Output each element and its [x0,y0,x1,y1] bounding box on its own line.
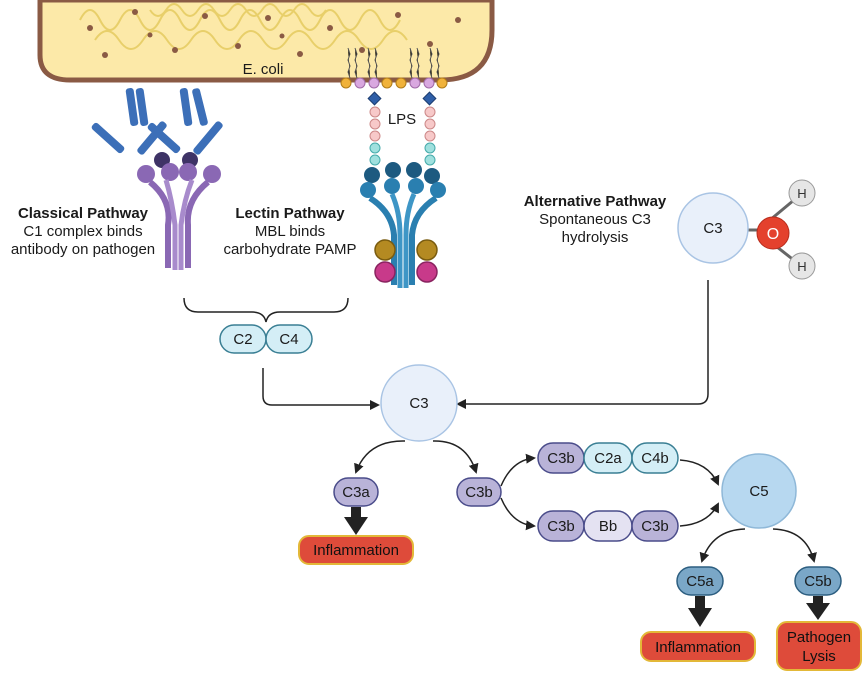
ecoli-cell: E. coli [37,0,495,83]
svg-text:C4: C4 [279,331,298,348]
inflammation-outcome-2: Inflammation [640,631,756,662]
svg-text:Classical Pathway: Classical Pathway [18,205,149,222]
c3b-pill: C3b [456,477,502,507]
pathogen-lysis-outcome: Pathogen Lysis [776,621,862,671]
lps-molecules: LPS [340,47,448,166]
svg-text:H: H [797,259,806,274]
svg-text:MBL binds: MBL binds [255,223,325,240]
arrow-c2c4-to-c3 [262,368,380,410]
svg-text:Spontaneous C3: Spontaneous C3 [539,211,651,228]
mbl-complex [360,162,446,288]
alt-c3-node [677,192,749,264]
svg-text:carbohydrate PAMP: carbohydrate PAMP [223,241,356,258]
c2-pill: C2 [219,324,267,354]
arrow-c5-to-c5b [772,528,817,563]
thick-arrow-c3a [344,507,368,535]
arrow-conv1-to-c5 [679,459,720,486]
svg-text:C3b: C3b [547,518,575,535]
svg-text:Lysis: Lysis [802,648,836,665]
c3-convertase-alternative: C3b Bb C3b [537,510,679,542]
thick-arrow-c5a [688,596,712,627]
svg-text:C3b: C3b [465,484,493,501]
svg-text:Inflammation: Inflammation [655,639,741,656]
svg-text:C1 complex binds: C1 complex binds [23,223,142,240]
c3-water-molecule: C3 O H H [677,179,816,280]
classical-pathway-label: Classical Pathway C1 complex binds antib… [11,205,155,258]
svg-text:Lectin Pathway: Lectin Pathway [235,205,345,222]
svg-text:C5a: C5a [686,573,714,590]
c1-complex [137,152,221,270]
arrow-conv2-to-c5 [679,502,719,527]
svg-text:O: O [767,226,779,243]
arrow-c3b-to-conv2 [500,497,536,531]
svg-text:C5b: C5b [804,573,832,590]
oxygen-atom [756,216,790,250]
svg-text:C3a: C3a [342,484,370,501]
c5b-pill: C5b [794,566,842,596]
arrow-c3b-to-conv1 [500,453,536,487]
svg-text:C2a: C2a [594,450,622,467]
ecoli-label: E. coli [243,61,284,78]
svg-text:Inflammation: Inflammation [313,542,399,559]
alternative-pathway-label: Alternative Pathway Spontaneous C3 hydro… [524,193,667,246]
hydrogen-atom-bottom [788,252,816,280]
arrow-c3-to-c3b [432,440,479,474]
antibody-right [147,88,223,155]
c3a-pill: C3a [333,477,379,507]
svg-text:Pathogen: Pathogen [787,629,851,646]
svg-text:C3: C3 [409,395,428,412]
hydrogen-atom-top [788,179,816,207]
ribosome-dots [87,9,461,58]
svg-text:Bb: Bb [599,518,617,535]
c5-node: C5 [721,453,797,529]
svg-text:C3b: C3b [641,518,669,535]
svg-text:C3b: C3b [547,450,575,467]
thick-arrow-c5b [806,596,830,620]
svg-text:antibody on pathogen: antibody on pathogen [11,241,155,258]
arrow-c3-to-c3a [354,440,406,474]
central-c3-node: C3 [380,364,458,442]
lectin-pathway-label: Lectin Pathway MBL binds carbohydrate PA… [223,205,356,258]
c3-convertase-classical: C3b C2a C4b [537,442,679,474]
svg-text:hydrolysis: hydrolysis [562,229,629,246]
svg-text:C2: C2 [233,331,252,348]
svg-text:H: H [797,186,806,201]
svg-text:C5: C5 [749,483,768,500]
arrow-c5-to-c5a [699,528,746,563]
pathway-merge-brace [183,297,349,323]
antibody-left [91,88,167,155]
c5a-pill: C5a [676,566,724,596]
svg-text:Alternative Pathway: Alternative Pathway [524,193,667,210]
arrow-alt-to-c3 [456,280,709,409]
c4-pill: C4 [265,324,313,354]
svg-text:C3: C3 [703,220,722,237]
inflammation-outcome-1: Inflammation [298,535,414,565]
lps-label: LPS [388,111,416,128]
svg-text:C4b: C4b [641,450,669,467]
